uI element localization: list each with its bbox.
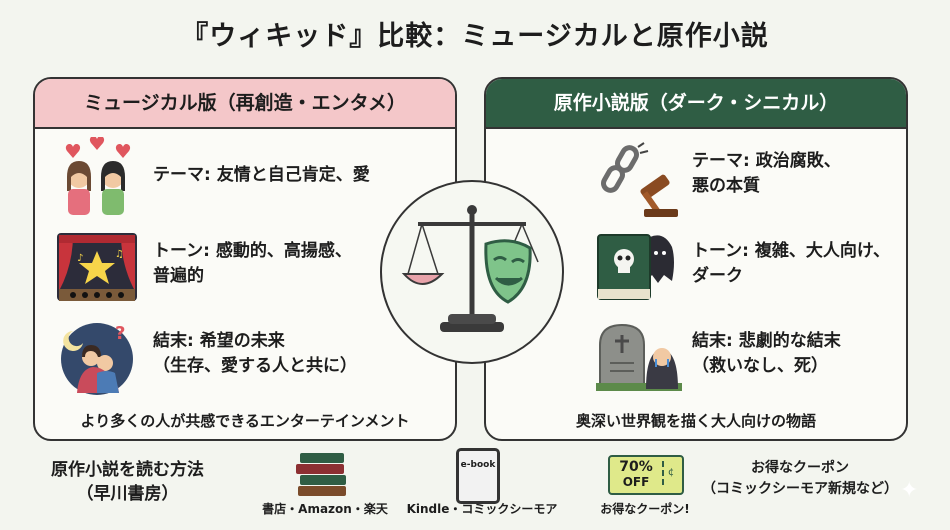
- svg-text:♫: ♫: [115, 249, 124, 260]
- coupon-bottom-text: OFF: [622, 475, 650, 489]
- musical-ending-line1: 結末: 希望の未来: [153, 331, 285, 351]
- novel-theme-line2: 悪の本質: [692, 176, 760, 196]
- coupon-line2: （コミックシーモア新規など）: [702, 481, 898, 497]
- novel-header: 原作小説版（ダーク・シニカル）: [486, 79, 906, 129]
- coupon-line1: お得なクーポン: [751, 460, 849, 476]
- svg-text:♪: ♪: [77, 253, 83, 264]
- novel-tone: トーン: 複雑、大人向け、 ダーク: [692, 239, 890, 289]
- novel-ending-line1: 結末: 悲劇的な結末: [692, 331, 841, 351]
- hug-moon-icon: ?: [61, 323, 133, 395]
- dark-book-ghost-icon: [597, 234, 674, 300]
- novel-tone-line2: ダーク: [692, 266, 743, 286]
- how-to-read-line1: 原作小説を読む方法: [51, 460, 204, 480]
- novel-theme-line1: テーマ: 政治腐敗、: [692, 151, 841, 171]
- coupon-ticket-icon: 70% OFF ¢: [608, 455, 684, 495]
- musical-ending: 結末: 希望の未来 （生存、愛する人と共に）: [153, 329, 357, 379]
- grave-crying-icon: [596, 323, 682, 391]
- novel-theme: テーマ: 政治腐敗、 悪の本質: [692, 149, 841, 199]
- coupon-top-text: 70%: [619, 459, 653, 475]
- musical-ending-line2: （生存、愛する人と共に）: [153, 356, 357, 376]
- musical-theme: テーマ: 友情と自己肯定、愛: [153, 165, 370, 185]
- novel-ending-line2: （救いなし、死）: [692, 356, 828, 376]
- novel-ending: 結末: 悲劇的な結末 （救いなし、死）: [692, 329, 841, 379]
- stage-star-icon: ♪ ♫: [57, 233, 137, 301]
- scale-mask-icon: [401, 205, 539, 332]
- how-to-read-label: 原作小説を読む方法 （早川書房）: [40, 458, 215, 506]
- coupon-caption: お得なクーポン!: [600, 502, 690, 516]
- svg-text:?: ?: [115, 323, 125, 344]
- ebook-text: e-book: [460, 460, 496, 470]
- musical-tone: トーン: 感動的、高揚感、 普遍的: [153, 239, 352, 289]
- coupon-description: お得なクーポン （コミックシーモア新規など）: [700, 458, 900, 500]
- coupon-stub: ¢: [662, 461, 678, 485]
- books-stack-icon: [296, 453, 346, 496]
- scale-mask-emblem: [380, 180, 564, 364]
- musical-footer: より多くの人が共感できるエンターテインメント: [80, 412, 410, 430]
- novel-tone-line1: トーン: 複雑、大人向け、: [692, 241, 891, 261]
- page-title: 『ウィキッド』比較：ミュージカルと原作小説: [181, 21, 769, 52]
- musical-tone-line1: トーン: 感動的、高揚感、: [153, 241, 352, 261]
- ebook-reader-icon: e-book: [456, 448, 500, 504]
- broken-chain-gavel-icon: [601, 142, 678, 217]
- musical-header: ミュージカル版（再創造・エンタメ）: [35, 79, 455, 129]
- musical-tone-line2: 普遍的: [153, 266, 204, 286]
- friends-hearts-icon: [65, 137, 131, 215]
- stores-caption: 書店・Amazon・楽天: [262, 502, 388, 516]
- how-to-read-line2: （早川書房）: [76, 484, 179, 504]
- sparkle-icon: ✦: [900, 478, 919, 503]
- kindle-caption: Kindle・コミックシーモア: [406, 502, 558, 516]
- novel-footer: 奥深い世界観を描く大人向けの物語: [575, 412, 816, 430]
